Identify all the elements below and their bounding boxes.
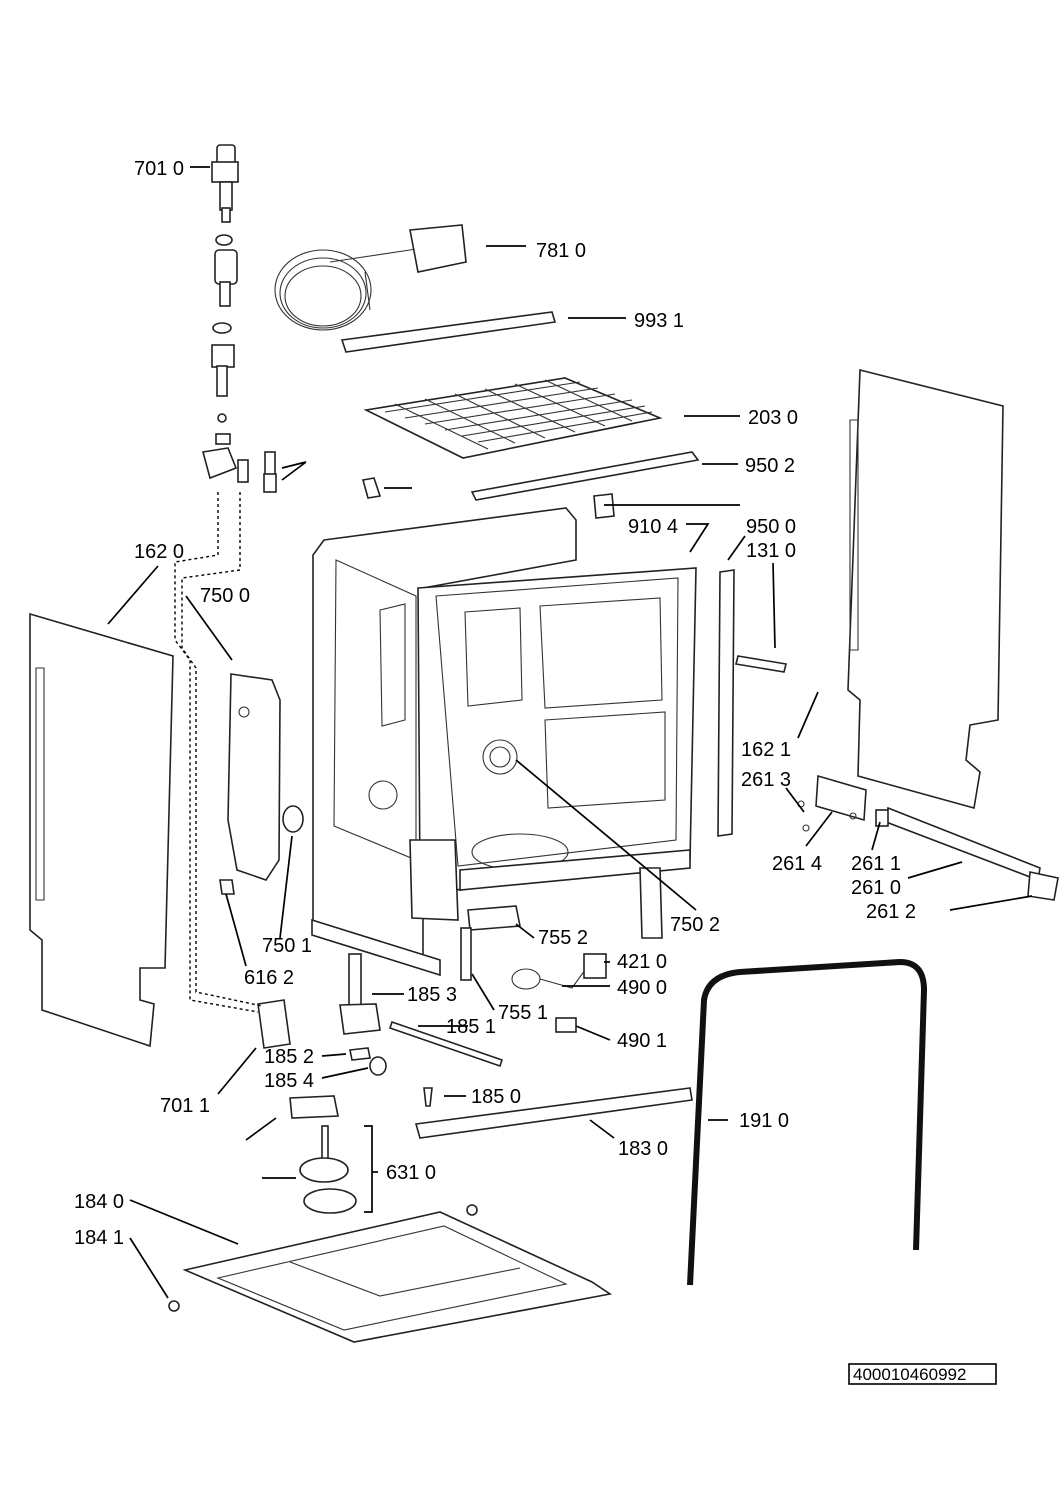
label-910-4: 910 4 <box>628 516 678 538</box>
part-tub <box>311 507 697 977</box>
label-131-0: 131 0 <box>746 540 796 562</box>
label-185-3: 185 3 <box>407 984 457 1006</box>
part-small-bar <box>735 655 787 673</box>
part-labels: 701 0 781 0 993 1 203 0 950 2 910 4 950 … <box>74 158 916 1249</box>
part-rod <box>388 1020 504 1068</box>
part-side-strip <box>717 569 735 837</box>
label-755-2: 755 2 <box>538 927 588 949</box>
part-bracket-910 <box>593 493 615 519</box>
label-185-1: 185 1 <box>446 1016 496 1038</box>
part-616-2 <box>219 879 235 895</box>
part-185-2 <box>349 1047 371 1061</box>
label-261-2: 261 2 <box>866 901 916 923</box>
label-616-2: 616 2 <box>244 967 294 989</box>
label-185-2: 185 2 <box>264 1046 314 1068</box>
label-183-0: 183 0 <box>618 1138 668 1160</box>
label-261-3: 261 3 <box>741 769 791 791</box>
part-insulation-strip <box>340 311 557 353</box>
part-electrical <box>511 953 607 1033</box>
part-base-tray <box>168 1204 613 1343</box>
part-door-hinge-set <box>797 774 1059 901</box>
part-rail <box>414 1087 693 1139</box>
part-755-2 <box>467 905 521 931</box>
document-number-box: 400010460992 <box>848 1363 997 1385</box>
part-right-side-panel <box>847 368 1004 810</box>
label-490-1: 490 1 <box>617 1030 667 1052</box>
label-261-0: 261 0 <box>851 877 901 899</box>
document-number: 400010460992 <box>853 1365 966 1384</box>
part-door-gasket <box>687 958 928 1286</box>
label-750-0: 750 0 <box>200 585 250 607</box>
part-grid-mat <box>363 377 663 459</box>
part-pump-assembly <box>289 1095 357 1214</box>
label-701-1: 701 1 <box>160 1095 210 1117</box>
part-inlet-valve-stack <box>201 144 277 493</box>
label-184-0: 184 0 <box>74 1191 124 1213</box>
label-162-0: 162 0 <box>134 541 184 563</box>
label-185-0: 185 0 <box>471 1086 521 1108</box>
label-184-1: 184 1 <box>74 1227 124 1249</box>
part-front-strip <box>470 451 700 501</box>
label-261-1: 261 1 <box>851 853 901 875</box>
label-185-4: 185 4 <box>264 1070 314 1092</box>
label-781-0: 781 0 <box>536 240 586 262</box>
label-191-0: 191 0 <box>739 1110 789 1132</box>
label-993-1: 993 1 <box>634 310 684 332</box>
label-203-0: 203 0 <box>748 407 798 429</box>
label-261-4: 261 4 <box>772 853 822 875</box>
label-631-0: 631 0 <box>386 1162 436 1184</box>
dashed-connections <box>174 492 263 1013</box>
label-750-1: 750 1 <box>262 935 312 957</box>
label-755-1: 755 1 <box>498 1002 548 1024</box>
part-hose <box>274 224 467 331</box>
part-clip <box>361 477 382 499</box>
part-heater-panel <box>227 673 304 881</box>
leader-lines <box>107 166 1033 1299</box>
label-701-0: 701 0 <box>134 158 184 180</box>
part-adjustable-foot <box>339 927 472 1035</box>
part-screw <box>423 1087 433 1107</box>
part-left-side-panel <box>29 612 174 1048</box>
part-701-1 <box>257 999 291 1049</box>
label-490-0: 490 0 <box>617 977 667 999</box>
label-950-2: 950 2 <box>745 455 795 477</box>
part-185-4 <box>369 1056 387 1076</box>
label-421-0: 421 0 <box>617 951 667 973</box>
label-750-2: 750 2 <box>670 914 720 936</box>
label-950-0: 950 0 <box>746 516 796 538</box>
label-162-1: 162 1 <box>741 739 791 761</box>
